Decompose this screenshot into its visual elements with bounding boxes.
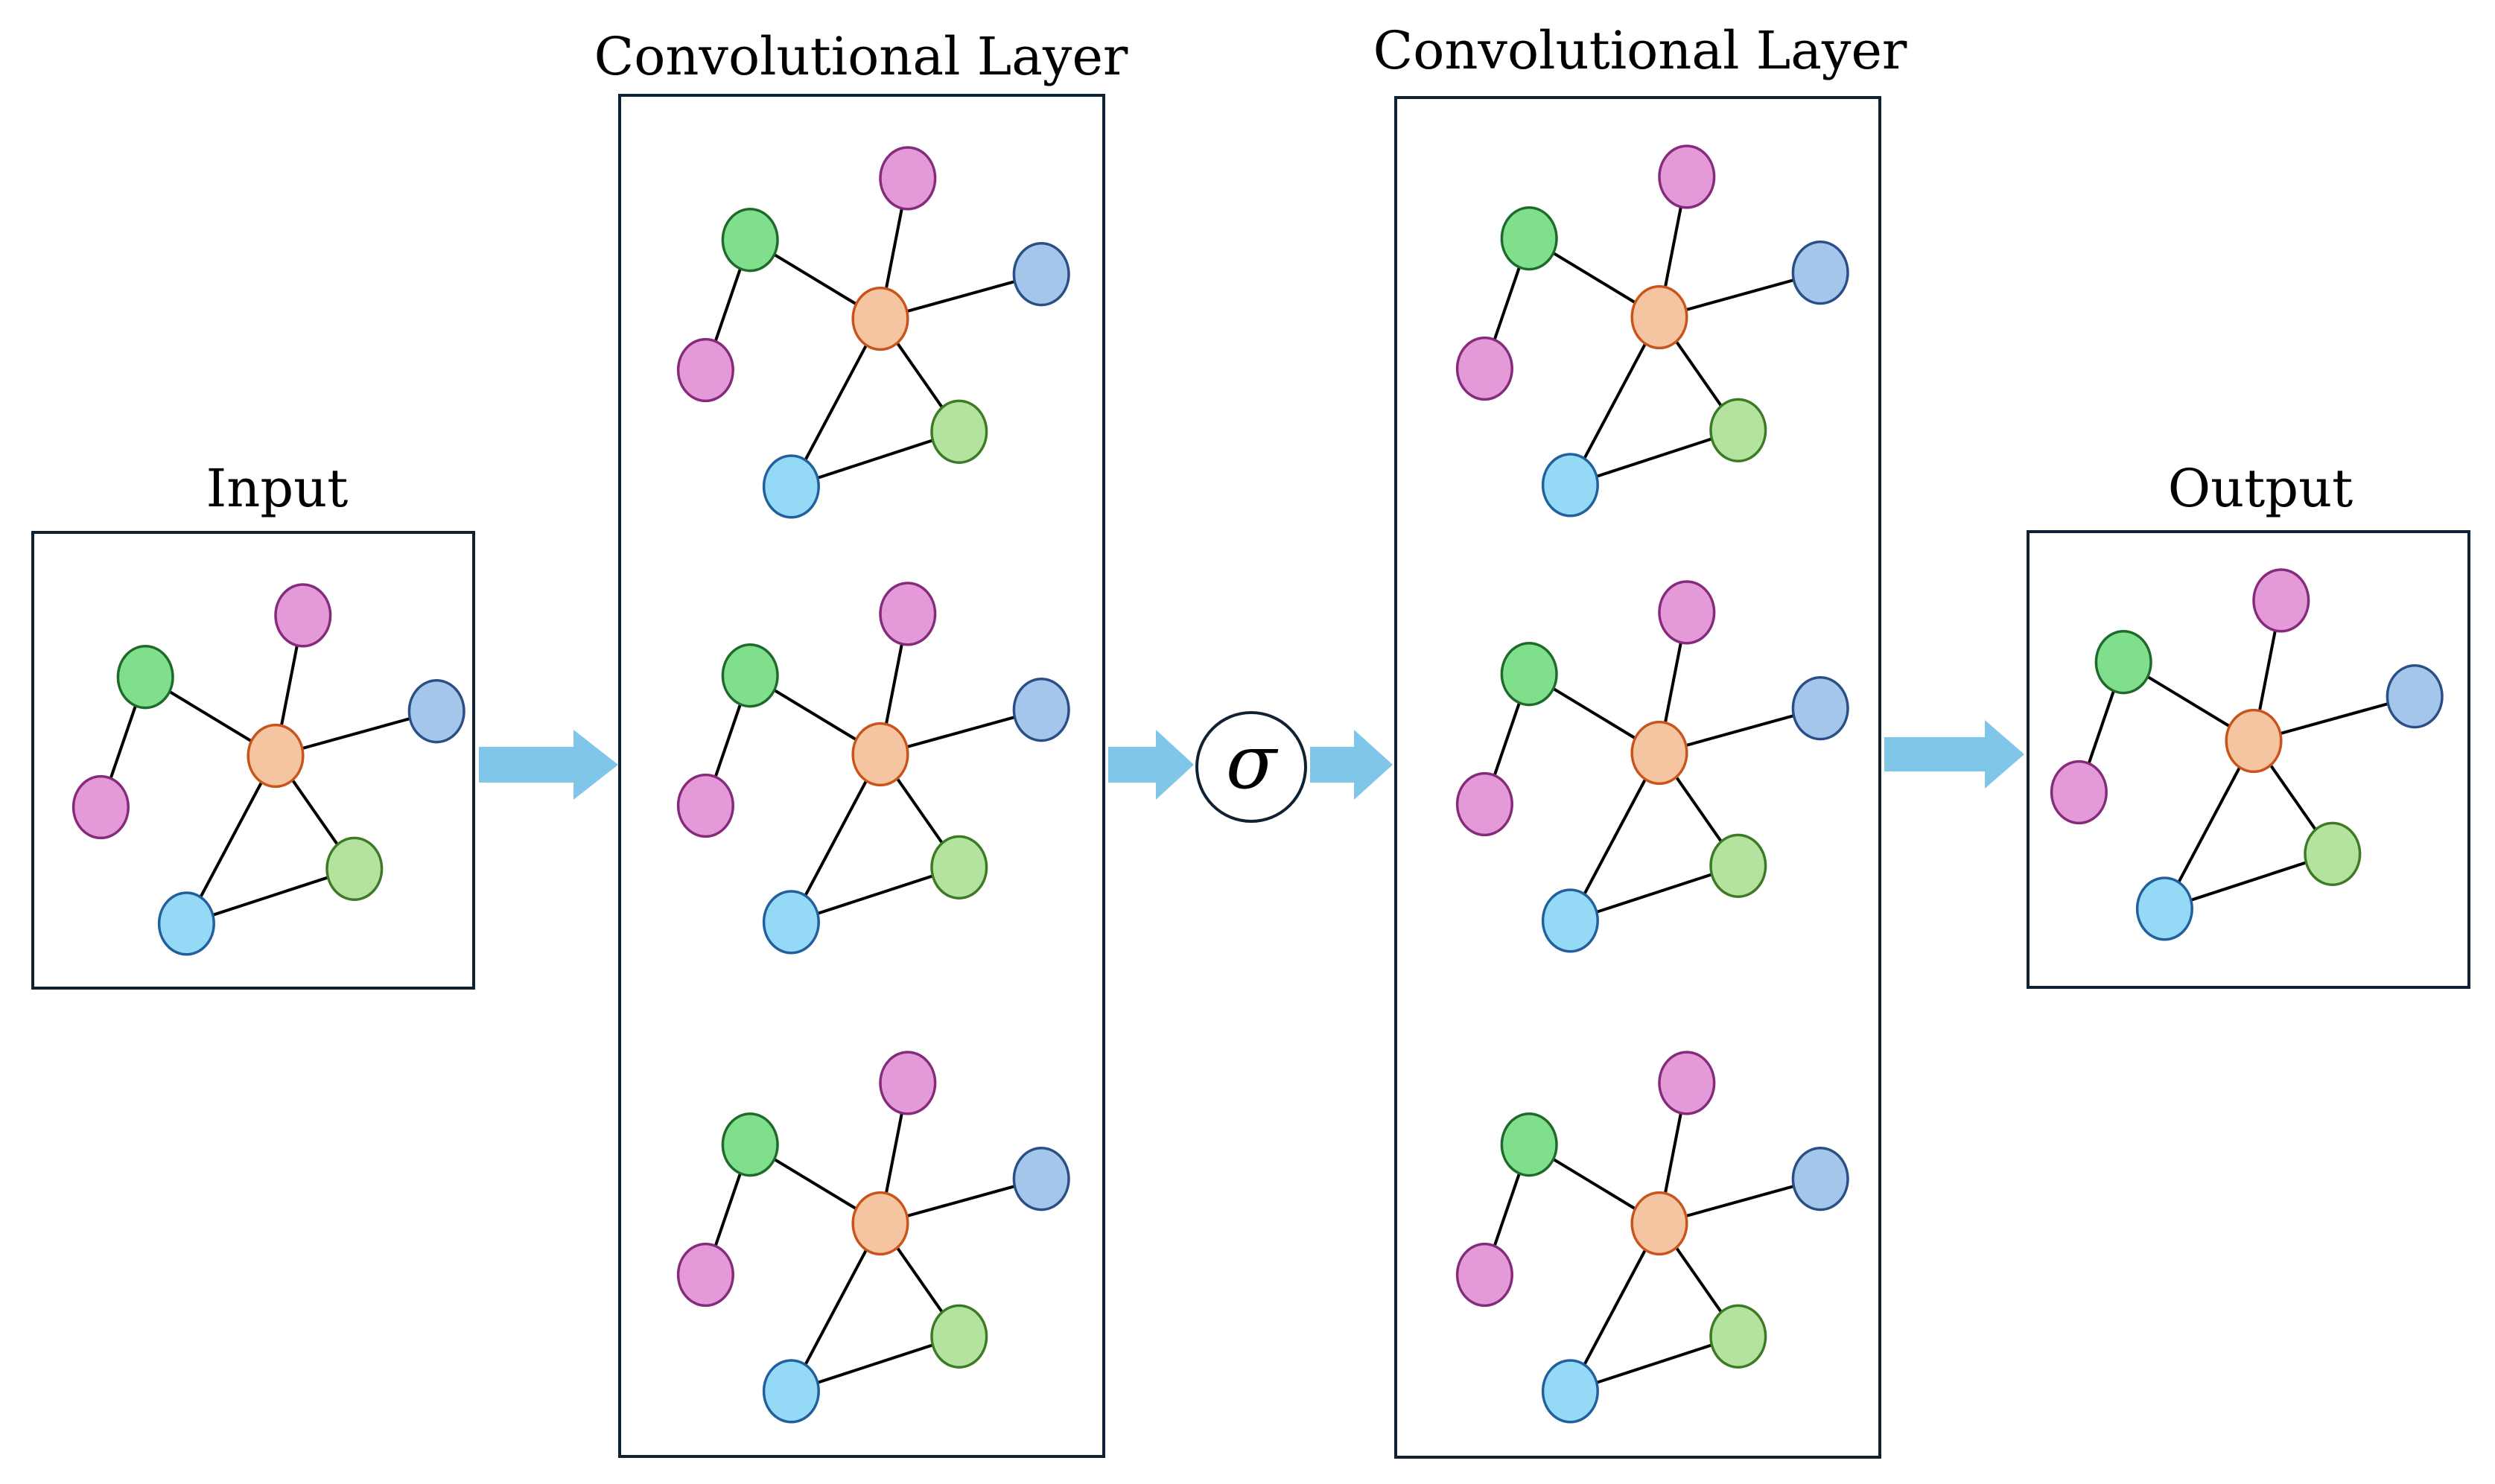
graph-node-lower-right bbox=[930, 1304, 988, 1369]
graph-node-top bbox=[879, 146, 937, 211]
graph-node-center bbox=[851, 722, 909, 787]
graph-edge bbox=[1568, 752, 1661, 922]
graph-edge bbox=[1568, 1223, 1661, 1392]
conv-layer-1-graph-3 bbox=[676, 1051, 1070, 1424]
graph-node-bottom bbox=[1541, 888, 1599, 953]
conv-layer-2-title: Convolutional Layer bbox=[1373, 20, 1907, 81]
graph-node-top bbox=[1658, 580, 1716, 645]
graph-node-lower-right bbox=[2304, 821, 2362, 886]
graph-node-upper-left bbox=[721, 208, 779, 273]
graph-node-upper-left bbox=[1500, 1112, 1558, 1177]
graph-node-upper-left bbox=[1500, 642, 1558, 707]
graph-node-right bbox=[1012, 1147, 1070, 1211]
sigma-symbol: σ bbox=[1226, 719, 1279, 806]
output-graph bbox=[2050, 568, 2444, 941]
graph-node-bottom bbox=[157, 891, 215, 956]
arrow-conv2-to-output bbox=[1884, 720, 2024, 789]
conv-layer-2-graph-2 bbox=[1455, 580, 1849, 953]
graph-node-center bbox=[1630, 284, 1688, 350]
graph-node-center bbox=[2225, 708, 2283, 774]
graph-node-lower-left bbox=[71, 774, 130, 840]
graph-node-right bbox=[407, 679, 465, 744]
graph-node-center bbox=[1630, 1191, 1688, 1256]
graph-node-bottom bbox=[1541, 1359, 1599, 1424]
graph-node-lower-left bbox=[1455, 1242, 1513, 1308]
graph-edge bbox=[185, 755, 277, 925]
graph-node-lower-left bbox=[676, 337, 734, 403]
graph-node-top bbox=[879, 1051, 937, 1115]
graph-node-top bbox=[2252, 568, 2310, 633]
graph-node-lower-right bbox=[325, 836, 384, 901]
graph-node-right bbox=[1012, 678, 1070, 742]
graph-node-right bbox=[1791, 1147, 1849, 1211]
graph-node-bottom bbox=[1541, 453, 1599, 518]
graph-node-bottom bbox=[762, 1359, 820, 1424]
graph-edge bbox=[1568, 316, 1661, 486]
graph-node-top bbox=[879, 582, 937, 646]
graph-node-right bbox=[1791, 241, 1849, 305]
graph-node-lower-left bbox=[1455, 336, 1513, 401]
graph-node-lower-right bbox=[930, 835, 988, 899]
arrow-activation-to-conv2 bbox=[1310, 730, 1393, 800]
graph-edge bbox=[1569, 864, 1739, 923]
activation-node bbox=[1195, 711, 1307, 823]
graph-node-lower-right bbox=[1709, 1304, 1767, 1369]
graph-node-center bbox=[851, 1191, 909, 1256]
graph-node-top bbox=[1658, 1051, 1716, 1115]
graph-node-upper-left bbox=[1500, 206, 1558, 271]
conv-layer-2-graph-3 bbox=[1455, 1051, 1849, 1424]
output-title: Output bbox=[2168, 458, 2353, 519]
graph-node-lower-left bbox=[1455, 771, 1513, 837]
input-graph bbox=[71, 583, 465, 956]
graph-edge bbox=[185, 867, 355, 926]
graph-node-bottom bbox=[762, 890, 820, 955]
graph-edge bbox=[2163, 740, 2255, 910]
graph-node-upper-left bbox=[721, 1112, 779, 1177]
graph-edge bbox=[790, 430, 960, 488]
graph-node-center bbox=[1630, 720, 1688, 786]
graph-node-center bbox=[247, 723, 305, 789]
graph-node-top bbox=[1658, 144, 1716, 209]
graph-node-right bbox=[2386, 664, 2444, 729]
graph-node-upper-left bbox=[116, 645, 174, 710]
input-title: Input bbox=[206, 458, 349, 519]
graph-node-lower-right bbox=[1709, 833, 1767, 898]
graph-edge bbox=[789, 318, 882, 488]
graph-edge bbox=[790, 865, 960, 924]
graph-node-bottom bbox=[2135, 876, 2193, 941]
conv-layer-1-graph-1 bbox=[676, 146, 1070, 519]
arrow-input-to-conv1 bbox=[479, 730, 618, 800]
graph-node-right bbox=[1791, 676, 1849, 741]
conv-layer-1-title: Convolutional Layer bbox=[594, 26, 1128, 87]
conv-layer-1-graph-2 bbox=[676, 582, 1070, 955]
graph-node-lower-right bbox=[930, 399, 988, 464]
graph-node-right bbox=[1012, 242, 1070, 307]
graph-node-upper-left bbox=[721, 643, 779, 708]
graph-edge bbox=[1569, 1334, 1739, 1393]
graph-node-bottom bbox=[762, 454, 820, 519]
graph-node-center bbox=[851, 286, 909, 351]
graph-node-lower-left bbox=[676, 1242, 734, 1308]
graph-node-lower-left bbox=[2050, 759, 2108, 825]
graph-node-upper-left bbox=[2094, 630, 2152, 695]
conv-layer-2-graph-1 bbox=[1455, 144, 1849, 518]
graph-edge bbox=[789, 754, 882, 923]
arrow-conv1-to-activation bbox=[1108, 730, 1194, 800]
graph-edge bbox=[789, 1223, 882, 1392]
graph-node-top bbox=[274, 583, 332, 648]
graph-edge bbox=[1569, 428, 1739, 487]
graph-node-lower-right bbox=[1709, 398, 1767, 462]
graph-edge bbox=[2164, 852, 2333, 911]
graph-node-lower-left bbox=[676, 773, 734, 838]
graph-edge bbox=[790, 1334, 960, 1393]
